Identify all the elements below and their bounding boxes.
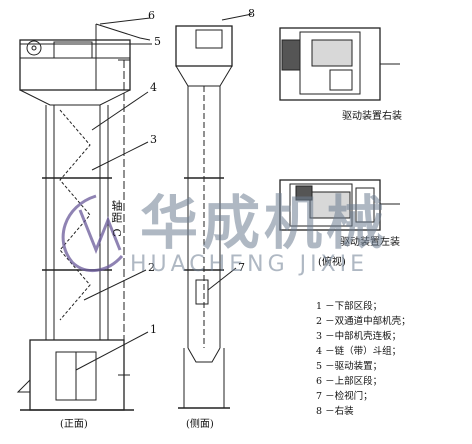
- side-view-label: (侧面): [186, 419, 214, 430]
- watermark-logo-icon: [61, 194, 124, 272]
- callout-7: 7: [238, 261, 245, 274]
- top-view-left: [279, 179, 400, 231]
- drive-unit: [53, 41, 93, 59]
- upper-section: [19, 39, 131, 91]
- front-view: [16, 17, 152, 411]
- callout-5: 5: [154, 35, 161, 48]
- watermark-text-en: HUACHENG JIXIE: [130, 252, 369, 277]
- drive-right-label: 驱动装置右装: [342, 111, 402, 122]
- legend-item: 1 －下部区段；: [316, 301, 383, 312]
- legend-item: 8 －右装: [316, 406, 354, 417]
- top-view-label: (俯视): [318, 257, 346, 268]
- callout-3: 3: [150, 133, 157, 146]
- dimension-label: 轴距 C: [110, 200, 123, 238]
- callout-2: 2: [148, 261, 155, 274]
- legend-item: 5 －驱动装置；: [316, 361, 383, 372]
- callout-6: 6: [148, 9, 155, 22]
- legend-item: 2 －双通道中部机壳；: [316, 316, 411, 327]
- callout-4: 4: [150, 81, 157, 94]
- front-view-label: (正面): [60, 419, 88, 430]
- watermark-text-cn: 华成机械: [140, 189, 389, 257]
- legend-item: 6 －上部区段；: [316, 376, 383, 387]
- top-view-right: [279, 27, 400, 101]
- side-drive: [195, 29, 223, 49]
- side-view: [175, 13, 253, 409]
- legend-item: 4 －链（带）斗组；: [316, 346, 402, 357]
- drive-left-label: 驱动装置左装: [340, 237, 400, 248]
- callout-1: 1: [150, 323, 157, 336]
- callout-8: 8: [248, 7, 255, 20]
- legend-item: 3 －中部机壳连板；: [316, 331, 402, 342]
- inspection-door: [195, 279, 209, 305]
- legend-item: 7 －检视门；: [316, 391, 373, 402]
